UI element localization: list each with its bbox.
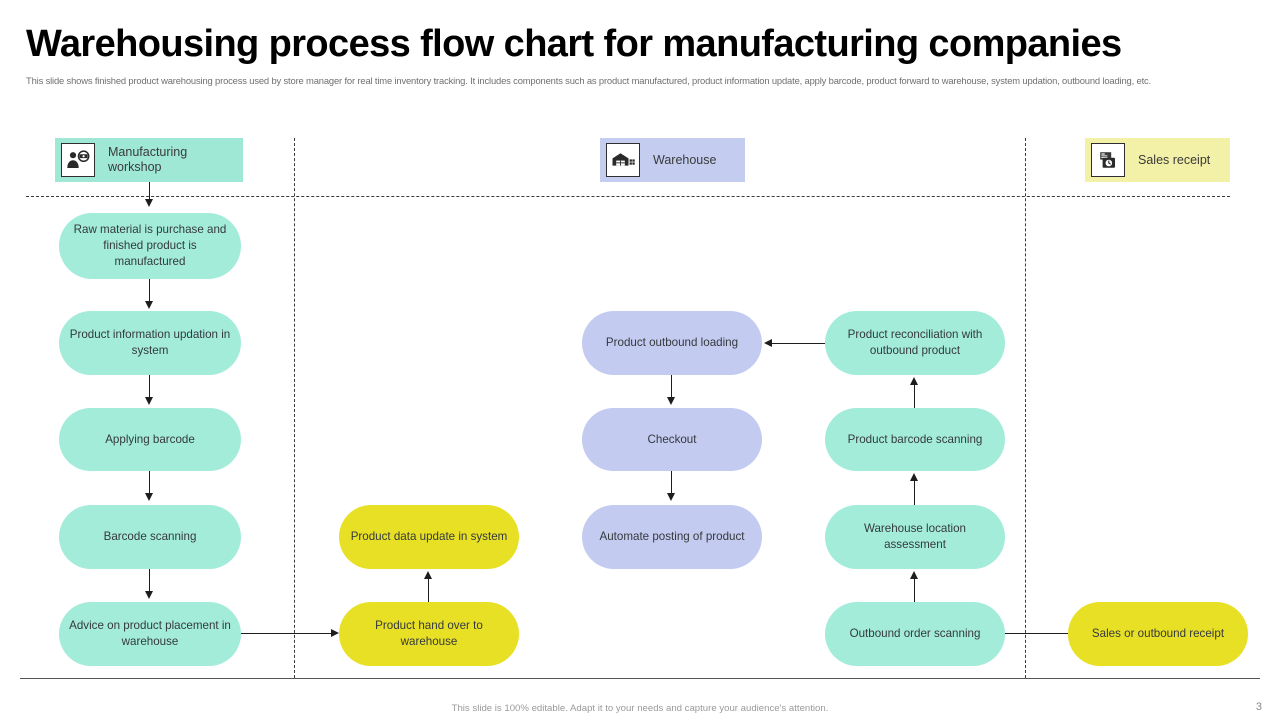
footer-note: This slide is 100% editable. Adapt it to… (451, 703, 829, 714)
lane-header-divider (26, 196, 1230, 197)
node-product-hand-over[interactable]: Product hand over to warehouse (339, 602, 519, 666)
arrowhead-order-scan-to-location (910, 571, 918, 579)
arrowhead-raw-to-product-info (145, 301, 153, 309)
node-barcode-scanning[interactable]: Barcode scanning (59, 505, 241, 569)
arrowhead-applying-to-scanning (145, 493, 153, 501)
node-product-information[interactable]: Product information updation in system (59, 311, 241, 375)
arrowhead-reconciliation-to-loading (764, 339, 772, 347)
connector-barcode-scan-to-reconciliation (914, 383, 916, 408)
node-raw-material[interactable]: Raw material is purchase and finished pr… (59, 213, 241, 279)
lane-divider-left (294, 138, 295, 678)
node-sales-or-outbound-receipt[interactable]: Sales or outbound receipt (1068, 602, 1248, 666)
page-subtitle: This slide shows finished product wareho… (26, 75, 1152, 86)
footer-rule (20, 678, 1260, 679)
node-advice-placement[interactable]: Advice on product placement in warehouse (59, 602, 241, 666)
lane-label-manufacturing: Manufacturing workshop (108, 145, 188, 174)
page-title: Warehousing process flow chart for manuf… (26, 23, 1122, 65)
connector-applying-to-scanning (149, 471, 151, 495)
arrowhead-scanning-to-advice (145, 591, 153, 599)
arrowhead-advice-to-handover (331, 629, 339, 637)
connector-scanning-to-advice (149, 569, 151, 593)
node-product-reconciliation[interactable]: Product reconciliation with outbound pro… (825, 311, 1005, 375)
connector-location-to-barcode-scan (914, 479, 916, 505)
connector-product-info-to-barcode (149, 375, 151, 399)
connector-lane-to-raw-material (149, 182, 151, 201)
page-number: 3 (1255, 701, 1262, 713)
connector-advice-to-handover (241, 633, 333, 635)
connector-order-scan-to-location (914, 577, 916, 602)
arrowhead-handover-to-data-update (424, 571, 432, 579)
lane-divider-right (1025, 138, 1026, 678)
node-applying-barcode[interactable]: Applying barcode (59, 408, 241, 471)
lane-header-warehouse[interactable]: Warehouse (600, 138, 745, 182)
connector-handover-to-data-update (428, 577, 430, 602)
worker-inspection-icon (61, 143, 95, 177)
node-product-data-update[interactable]: Product data update in system (339, 505, 519, 569)
lane-header-manufacturing[interactable]: Manufacturing workshop (55, 138, 243, 182)
node-outbound-order-scanning[interactable]: Outbound order scanning (825, 602, 1005, 666)
arrowhead-location-to-barcode-scan (910, 473, 918, 481)
arrowhead-checkout-to-posting (667, 493, 675, 501)
node-warehouse-location[interactable]: Warehouse location assessment (825, 505, 1005, 569)
arrowhead-lane-to-raw-material (145, 199, 153, 207)
connector-loading-to-checkout (671, 375, 673, 399)
warehouse-building-icon (606, 143, 640, 177)
sales-receipt-icon (1091, 143, 1125, 177)
node-automate-posting[interactable]: Automate posting of product (582, 505, 762, 569)
connector-raw-to-product-info (149, 279, 151, 303)
connector-reconciliation-to-loading (772, 343, 825, 345)
arrowhead-loading-to-checkout (667, 397, 675, 405)
node-outbound-loading[interactable]: Product outbound loading (582, 311, 762, 375)
connector-order-scan-to-sales-receipt (1005, 633, 1069, 635)
lane-header-sales[interactable]: Sales receipt (1085, 138, 1230, 182)
node-product-barcode-scanning[interactable]: Product barcode scanning (825, 408, 1005, 471)
arrowhead-barcode-scan-to-reconciliation (910, 377, 918, 385)
node-checkout[interactable]: Checkout (582, 408, 762, 471)
lane-label-warehouse: Warehouse (653, 152, 717, 167)
arrowhead-product-info-to-barcode (145, 397, 153, 405)
lane-label-sales: Sales receipt (1138, 152, 1211, 167)
connector-checkout-to-posting (671, 471, 673, 495)
